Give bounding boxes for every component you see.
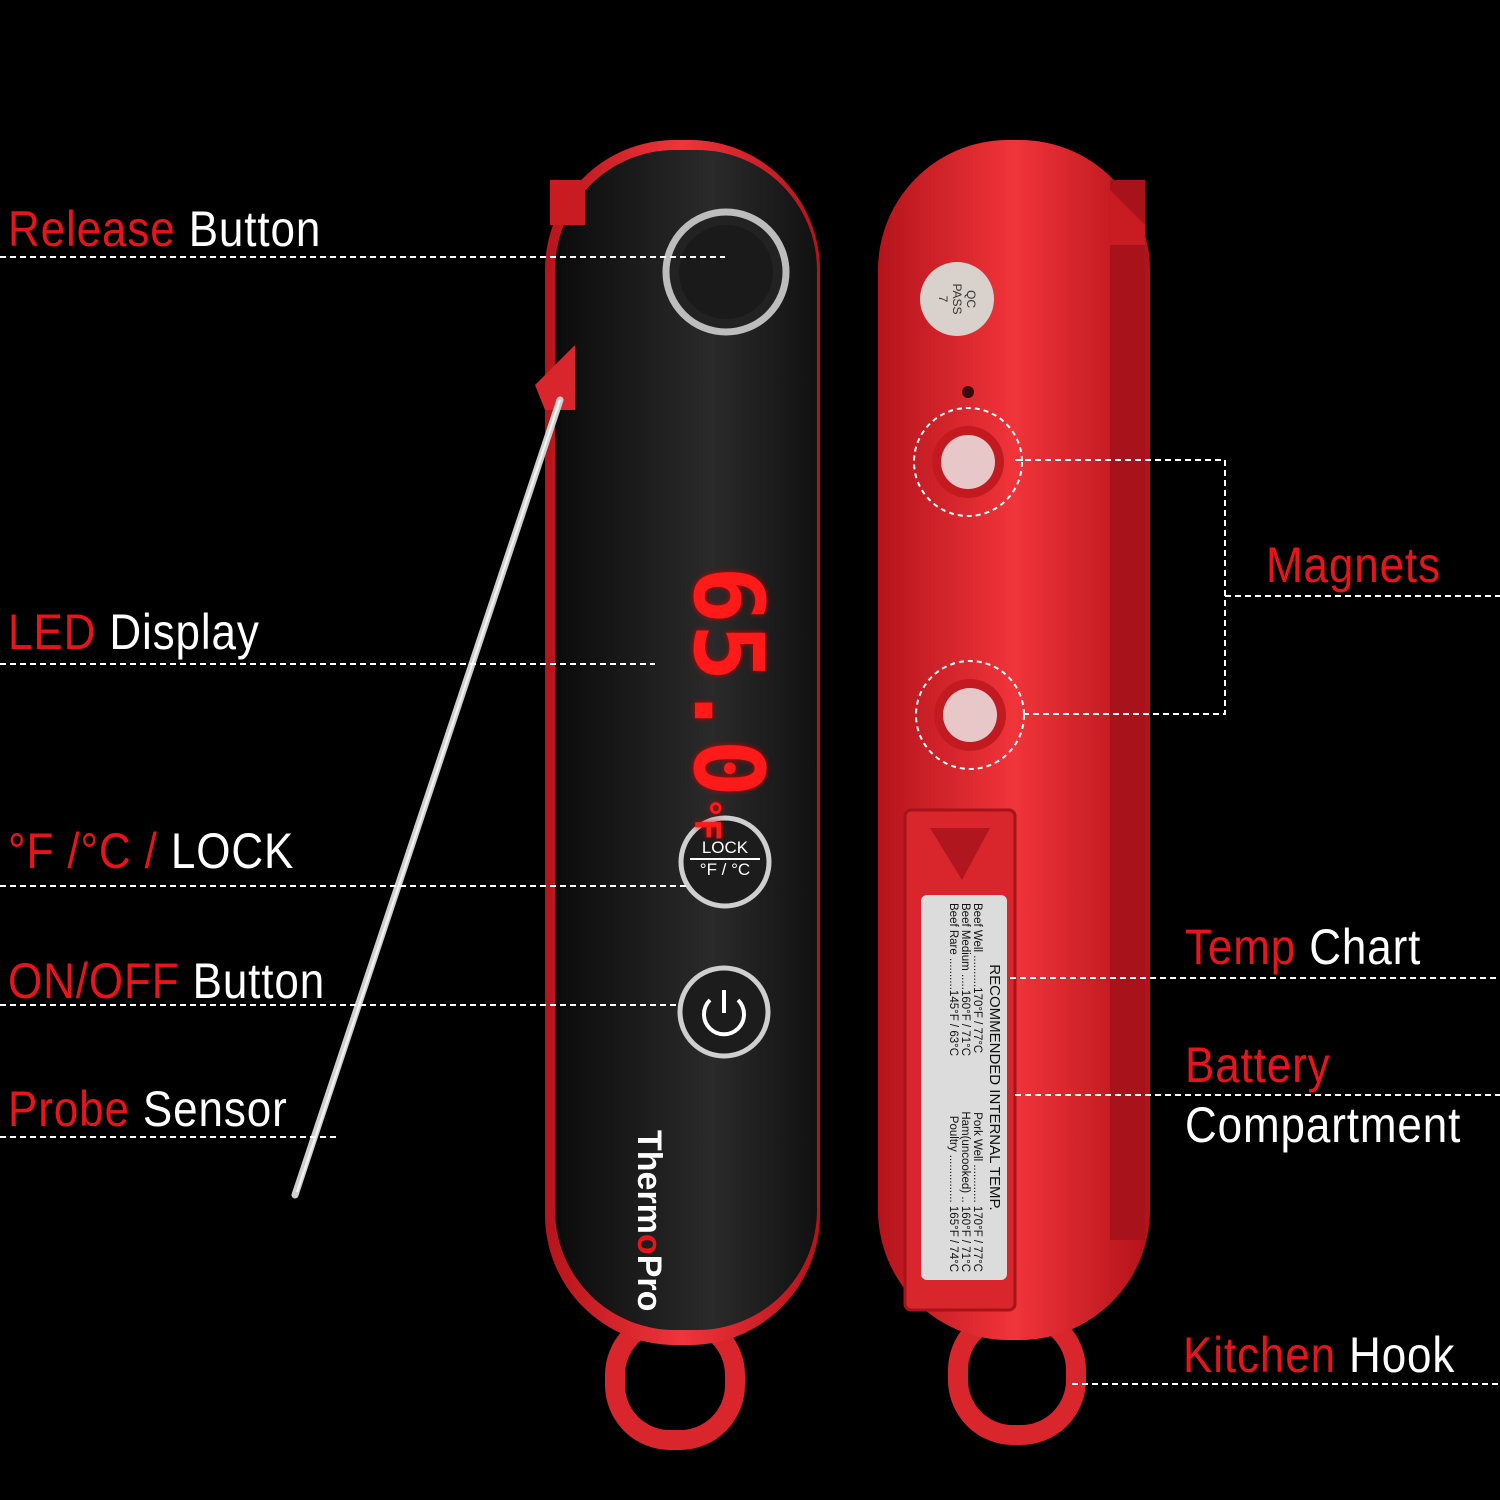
lock-button-label[interactable]: LOCK °F / °C bbox=[690, 838, 760, 880]
callout-release-button: Release Button bbox=[8, 201, 322, 257]
power-icon bbox=[702, 998, 746, 1037]
callout-temp-chart: Temp Chart bbox=[1185, 919, 1422, 975]
callout-lines bbox=[0, 256, 1500, 1385]
callout-on-off-button: ON/OFF Button bbox=[8, 953, 326, 1009]
callout-kitchen-hook: Kitchen Hook bbox=[1183, 1327, 1456, 1383]
led-display: 65.0°F bbox=[672, 566, 784, 841]
callout-magnets: Magnets bbox=[1266, 537, 1441, 593]
magnet-bottom bbox=[943, 688, 997, 742]
callout-lock: °F /°C / LOCK bbox=[8, 823, 295, 879]
back-device bbox=[878, 140, 1150, 1445]
front-device bbox=[291, 140, 820, 1450]
brand-logo: ThermoPro bbox=[630, 1130, 668, 1312]
callout-led-display: LED Display bbox=[8, 604, 260, 660]
temp-chart: RECOMMENDED INTERNAL TEMP. Beef Well ...… bbox=[921, 895, 1007, 1280]
lock-button bbox=[678, 815, 772, 909]
callout-probe-sensor: Probe Sensor bbox=[8, 1081, 288, 1137]
magnet-top bbox=[941, 435, 995, 489]
